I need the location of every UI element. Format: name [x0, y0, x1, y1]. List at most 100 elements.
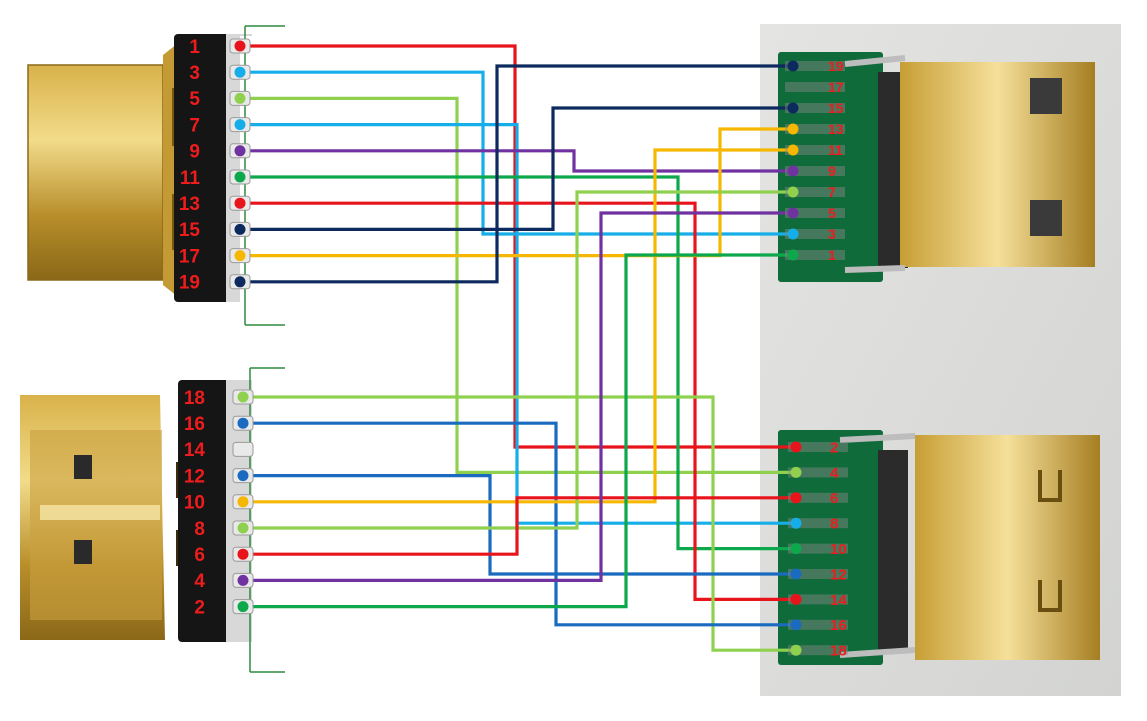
pin-label-hdmi-bottom-18: 18 — [184, 388, 205, 409]
wire-hdmi_bottom-8-to-mini_top-7 — [243, 190, 793, 530]
pin-label-hdmi-bottom-6: 6 — [194, 545, 205, 566]
pin-dot — [790, 492, 802, 504]
pin-label-mini-top-9: 9 — [828, 163, 836, 179]
pin-dot — [787, 165, 799, 177]
pin-dot — [790, 619, 802, 631]
pin-label-hdmi-top-3: 3 — [189, 63, 200, 84]
solder-pad — [788, 518, 848, 529]
pin-label-hdmi-top-19: 19 — [179, 273, 200, 294]
pin-dot — [234, 66, 246, 78]
pin-label-hdmi-top-7: 7 — [189, 115, 200, 136]
label-layer: 1357911131517191816141210864219171513119… — [179, 37, 847, 660]
pin-dot — [234, 250, 246, 262]
pin-label-mini-bottom-6: 6 — [830, 490, 838, 507]
pin-label-hdmi-bottom-10: 10 — [184, 493, 205, 514]
pin-dot — [234, 92, 246, 104]
pin-label-hdmi-bottom-12: 12 — [184, 466, 205, 487]
wire-hdmi_top-15-to-mini_top-15 — [240, 106, 793, 231]
pin-label-mini-bottom-12: 12 — [830, 566, 847, 583]
solder-pad — [785, 61, 845, 71]
solder-pad — [788, 619, 848, 630]
solder-pad — [785, 208, 845, 218]
pin-dot — [790, 441, 802, 453]
solder-pad — [788, 467, 848, 478]
pin-dot — [237, 548, 249, 560]
pin-dot — [234, 197, 246, 209]
pin-label-mini-bottom-18: 18 — [830, 643, 847, 660]
pin-label-hdmi-top-17: 17 — [179, 246, 200, 267]
wire-hdmi_top-13-to-mini_bottom-14 — [240, 201, 796, 602]
pin-dot — [790, 466, 802, 478]
mini-hdmi-connector-bottom — [778, 430, 1100, 665]
pin-dot — [790, 568, 802, 580]
pin-dot — [787, 249, 799, 261]
pin-dot — [237, 601, 249, 613]
solder-pad — [785, 229, 845, 239]
pin-dot — [234, 223, 246, 235]
pin-label-mini-bottom-10: 10 — [830, 541, 847, 558]
solder-pad — [788, 442, 848, 452]
wire-hdmi_bottom-12-to-mini_bottom-12 — [243, 474, 796, 576]
pin-dot — [787, 102, 799, 114]
pin-dot — [237, 496, 249, 508]
solder-pad — [785, 145, 845, 155]
pin-layer — [229, 38, 848, 656]
pin-dot — [234, 145, 246, 157]
pin-label-mini-bottom-8: 8 — [830, 516, 838, 533]
pin-dot — [234, 276, 246, 288]
pin-label-hdmi-bottom-16: 16 — [184, 414, 205, 435]
wire-hdmi_bottom-4-to-mini_top-5 — [243, 211, 793, 583]
solder-pad — [785, 103, 845, 113]
wire-hdmi_bottom-10-to-mini_top-11 — [243, 148, 793, 504]
pin-dot — [237, 522, 249, 534]
pin-label-hdmi-top-11: 11 — [180, 168, 201, 189]
wire-hdmi_bottom-2-to-mini_top-1 — [243, 253, 793, 609]
hdmi-connector-bottom — [20, 367, 285, 673]
pin-label-hdmi-top-1: 1 — [189, 37, 200, 58]
solder-pad — [785, 250, 845, 260]
solder-pad — [785, 124, 845, 134]
pin-dot — [234, 40, 246, 52]
pin-dot — [790, 593, 802, 605]
wire-hdmi_bottom-6-to-mini_bottom-6 — [243, 496, 796, 556]
pin-label-mini-bottom-2: 2 — [830, 439, 838, 456]
pin-label-hdmi-top-15: 15 — [179, 220, 201, 241]
pin-label-mini-top-7: 7 — [828, 184, 836, 200]
wire-layer — [240, 44, 796, 652]
mini-hdmi-connector-top — [778, 52, 1095, 282]
pin-label-mini-top-1: 1 — [828, 247, 836, 263]
pin-label-mini-top-13: 13 — [828, 121, 844, 137]
wire-hdmi_top-19-to-mini_top-19 — [240, 64, 793, 284]
pin-dot — [787, 123, 799, 135]
pin-label-mini-top-11: 11 — [828, 142, 843, 158]
wire-hdmi_top-7-to-mini_bottom-8 — [240, 122, 796, 525]
pin-label-mini-top-17: 17 — [828, 79, 844, 95]
pin-label-mini-bottom-4: 4 — [830, 465, 839, 482]
pin-label-hdmi-bottom-4: 4 — [194, 571, 205, 592]
pin-label-mini-top-5: 5 — [828, 205, 836, 221]
pin-dot — [790, 644, 802, 656]
pin-dot — [787, 186, 799, 198]
pin-dot — [787, 60, 799, 72]
pin-dot — [234, 171, 246, 183]
pin-dot — [787, 228, 799, 240]
pin-dot — [237, 391, 249, 403]
solder-pad — [788, 645, 848, 656]
pin-label-hdmi-top-5: 5 — [189, 89, 200, 110]
pin-label-hdmi-top-9: 9 — [189, 142, 200, 163]
wire-hdmi_top-11-to-mini_bottom-10 — [240, 175, 796, 551]
wire-hdmi_bottom-16-to-mini_bottom-16 — [243, 421, 796, 627]
pin-label-hdmi-top-13: 13 — [179, 194, 200, 215]
solder-pad — [785, 82, 845, 92]
pin-dot — [237, 417, 249, 429]
pin-dot — [237, 574, 249, 586]
pin-dot — [787, 207, 799, 219]
wire-hdmi_top-3-to-mini_top-3 — [240, 70, 793, 236]
solder-pad — [788, 569, 848, 579]
pin-dot — [790, 517, 802, 529]
pin-label-mini-top-19: 19 — [828, 58, 844, 74]
pin-label-mini-bottom-14: 14 — [830, 592, 847, 609]
solder-pad — [788, 594, 848, 605]
pin-label-mini-bottom-16: 16 — [830, 617, 847, 634]
